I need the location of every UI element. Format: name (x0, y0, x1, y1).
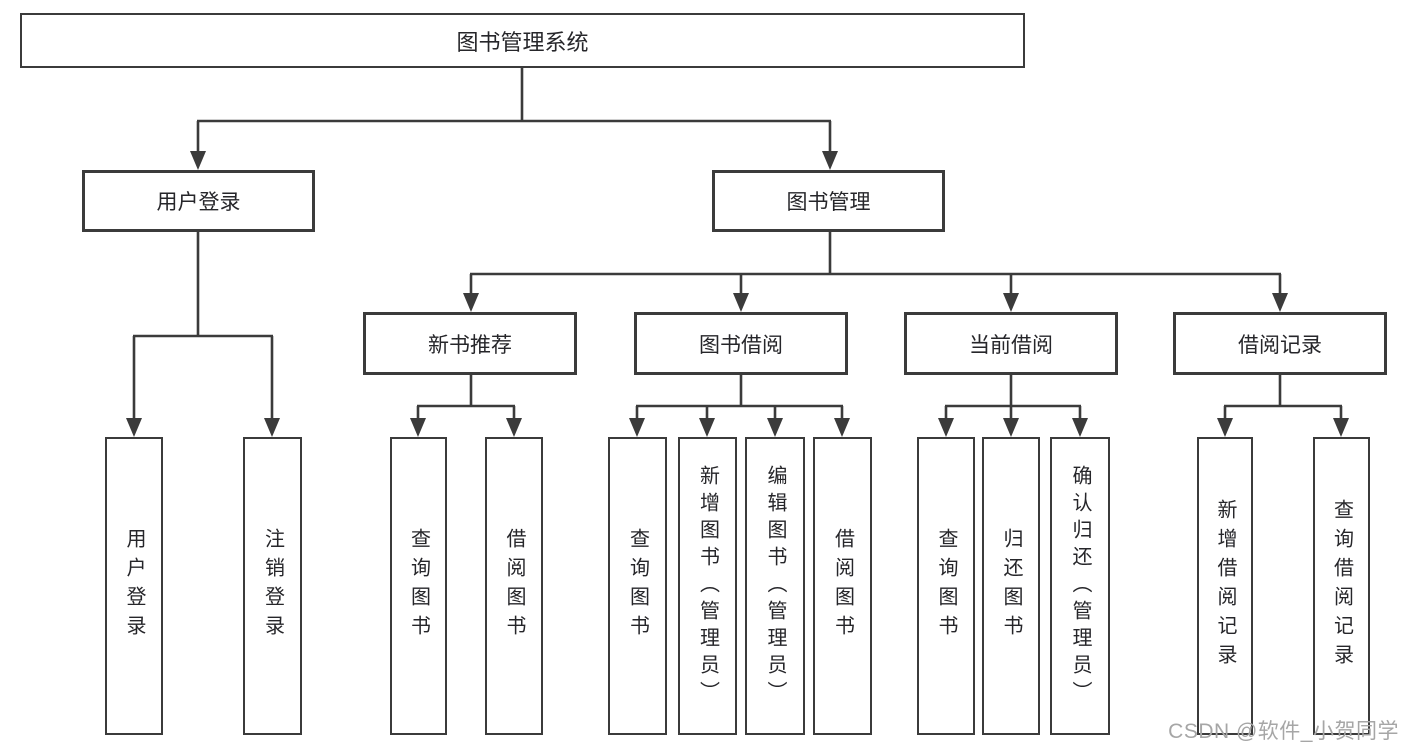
leaf-query-borrow-record: 查询借阅记录 (1313, 437, 1370, 735)
connectors (126, 68, 1349, 437)
node-book-management: 图书管理 (712, 170, 945, 232)
node-new-book-recommend: 新书推荐 (363, 312, 577, 375)
arrow-down-icon (463, 293, 479, 312)
arrow-down-icon (126, 418, 142, 437)
arrow-down-icon (1072, 418, 1088, 437)
arrow-down-icon (822, 151, 838, 170)
arrow-down-icon (733, 293, 749, 312)
leaf-query-books: 查询图书 (608, 437, 667, 735)
leaf-borrow-books: 借阅图书 (485, 437, 543, 735)
arrow-down-icon (264, 418, 280, 437)
arrow-down-icon (629, 418, 645, 437)
arrow-down-icon (410, 418, 426, 437)
csdn-watermark: CSDN @软件_小贺同学 (1168, 720, 1399, 743)
arrow-down-icon (938, 418, 954, 437)
arrow-down-icon (699, 418, 715, 437)
node-user-login: 用户登录 (82, 170, 315, 232)
leaf-logout: 注销登录 (243, 437, 302, 735)
leaf-user-login: 用户登录 (105, 437, 163, 735)
arrow-down-icon (1217, 418, 1233, 437)
arrow-down-icon (834, 418, 850, 437)
node-current-borrowing: 当前借阅 (904, 312, 1118, 375)
leaf-return-book: 归还图书 (982, 437, 1040, 735)
arrow-down-icon (1272, 293, 1288, 312)
arrow-down-icon (190, 151, 206, 170)
arrow-down-icon (1003, 418, 1019, 437)
arrow-down-icon (506, 418, 522, 437)
leaf-add-book-admin: 新增图书（管理员） (678, 437, 737, 735)
leaf-query-books: 查询图书 (390, 437, 447, 735)
leaf-add-borrow-record: 新增借阅记录 (1197, 437, 1253, 735)
arrow-down-icon (767, 418, 783, 437)
node-borrowing-records: 借阅记录 (1173, 312, 1387, 375)
leaf-confirm-return-admin: 确认归还（管理员） (1050, 437, 1110, 735)
arrow-down-icon (1003, 293, 1019, 312)
arrow-down-icon (1333, 418, 1349, 437)
node-library-management-system: 图书管理系统 (20, 13, 1025, 68)
leaf-query-books: 查询图书 (917, 437, 975, 735)
node-book-borrowing: 图书借阅 (634, 312, 848, 375)
leaf-edit-book-admin: 编辑图书（管理员） (745, 437, 805, 735)
leaf-borrow-books: 借阅图书 (813, 437, 872, 735)
